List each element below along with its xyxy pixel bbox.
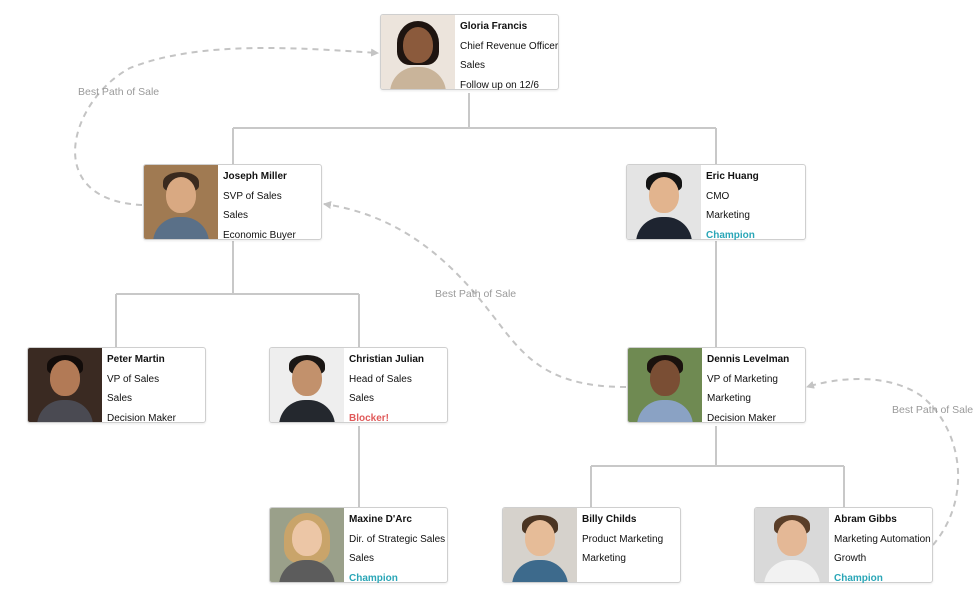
person-name: Abram Gibbs bbox=[834, 514, 897, 525]
person-title: CMO bbox=[706, 190, 730, 202]
person-department: Marketing bbox=[707, 393, 751, 404]
connector-dennis-to-reports bbox=[590, 426, 845, 507]
person-title: VP of Marketing bbox=[707, 373, 778, 385]
person-card-gloria[interactable]: Gloria Francis Chief Revenue Officer Sal… bbox=[380, 14, 559, 91]
avatar bbox=[503, 508, 577, 582]
person-title: Chief Revenue Officer bbox=[460, 40, 559, 52]
avatar bbox=[144, 165, 218, 239]
connector-joseph-to-reports bbox=[115, 241, 360, 347]
status-champion: Champion bbox=[706, 229, 755, 241]
person-department: Marketing bbox=[706, 210, 750, 221]
status-champion: Champion bbox=[834, 572, 883, 584]
person-title: SVP of Sales bbox=[223, 190, 282, 202]
person-department: Marketing bbox=[582, 553, 626, 564]
person-name: Dennis Levelman bbox=[707, 354, 790, 365]
best-path-label: Best Path of Sale bbox=[892, 404, 974, 416]
person-department: Sales bbox=[349, 553, 375, 564]
person-title: Dir. of Strategic Sales bbox=[349, 533, 446, 545]
person-card-eric[interactable]: Eric Huang CMO Marketing Champion bbox=[626, 164, 806, 241]
person-name: Peter Martin bbox=[107, 354, 165, 365]
person-title: Marketing Automation bbox=[834, 533, 931, 545]
person-department: Growth bbox=[834, 553, 867, 564]
person-note: Follow up on 12/6 bbox=[460, 79, 539, 91]
person-name: Gloria Francis bbox=[460, 21, 528, 32]
avatar bbox=[270, 348, 344, 422]
person-department: Sales bbox=[460, 60, 486, 71]
person-department: Sales bbox=[349, 393, 375, 404]
best-path-label: Best Path of Sale bbox=[435, 288, 517, 300]
best-path-label: Best Path of Sale bbox=[78, 86, 160, 98]
status-blocker: Blocker! bbox=[349, 412, 390, 424]
person-department: Sales bbox=[223, 210, 249, 221]
person-title: VP of Sales bbox=[107, 373, 160, 385]
person-name: Billy Childs bbox=[582, 514, 637, 525]
best-path-dennis-to-joseph bbox=[323, 201, 627, 388]
avatar bbox=[28, 348, 102, 422]
connector-gloria-to-level2 bbox=[232, 93, 717, 164]
person-name: Christian Julian bbox=[349, 354, 425, 365]
person-note: Decision Maker bbox=[707, 412, 776, 424]
best-path-abram-to-dennis bbox=[806, 378, 960, 546]
person-card-maxine[interactable]: Maxine D'Arc Dir. of Strategic Sales Sal… bbox=[269, 507, 448, 584]
person-card-christian[interactable]: Christian Julian Head of Sales Sales Blo… bbox=[269, 347, 448, 424]
avatar bbox=[270, 508, 344, 582]
avatar bbox=[755, 508, 829, 582]
person-name: Joseph Miller bbox=[223, 171, 287, 182]
person-department: Sales bbox=[107, 393, 133, 404]
avatar bbox=[381, 15, 455, 89]
person-name: Maxine D'Arc bbox=[349, 514, 412, 525]
person-card-dennis[interactable]: Dennis Levelman VP of Marketing Marketin… bbox=[627, 347, 806, 424]
person-card-billy[interactable]: Billy Childs Product Marketing Marketing bbox=[502, 507, 681, 583]
avatar bbox=[627, 165, 701, 239]
person-card-joseph[interactable]: Joseph Miller SVP of Sales Sales Economi… bbox=[143, 164, 322, 241]
avatar bbox=[628, 348, 702, 422]
status-champion: Champion bbox=[349, 572, 398, 584]
best-path-joseph-to-gloria bbox=[74, 46, 379, 206]
person-note: Economic Buyer bbox=[223, 229, 296, 241]
person-note: Decision Maker bbox=[107, 412, 176, 424]
person-title: Head of Sales bbox=[349, 373, 412, 385]
person-card-abram[interactable]: Abram Gibbs Marketing Automation Growth … bbox=[754, 507, 933, 584]
person-card-peter[interactable]: Peter Martin VP of Sales Sales Decision … bbox=[27, 347, 206, 424]
person-name: Eric Huang bbox=[706, 171, 759, 182]
person-title: Product Marketing bbox=[582, 533, 664, 545]
